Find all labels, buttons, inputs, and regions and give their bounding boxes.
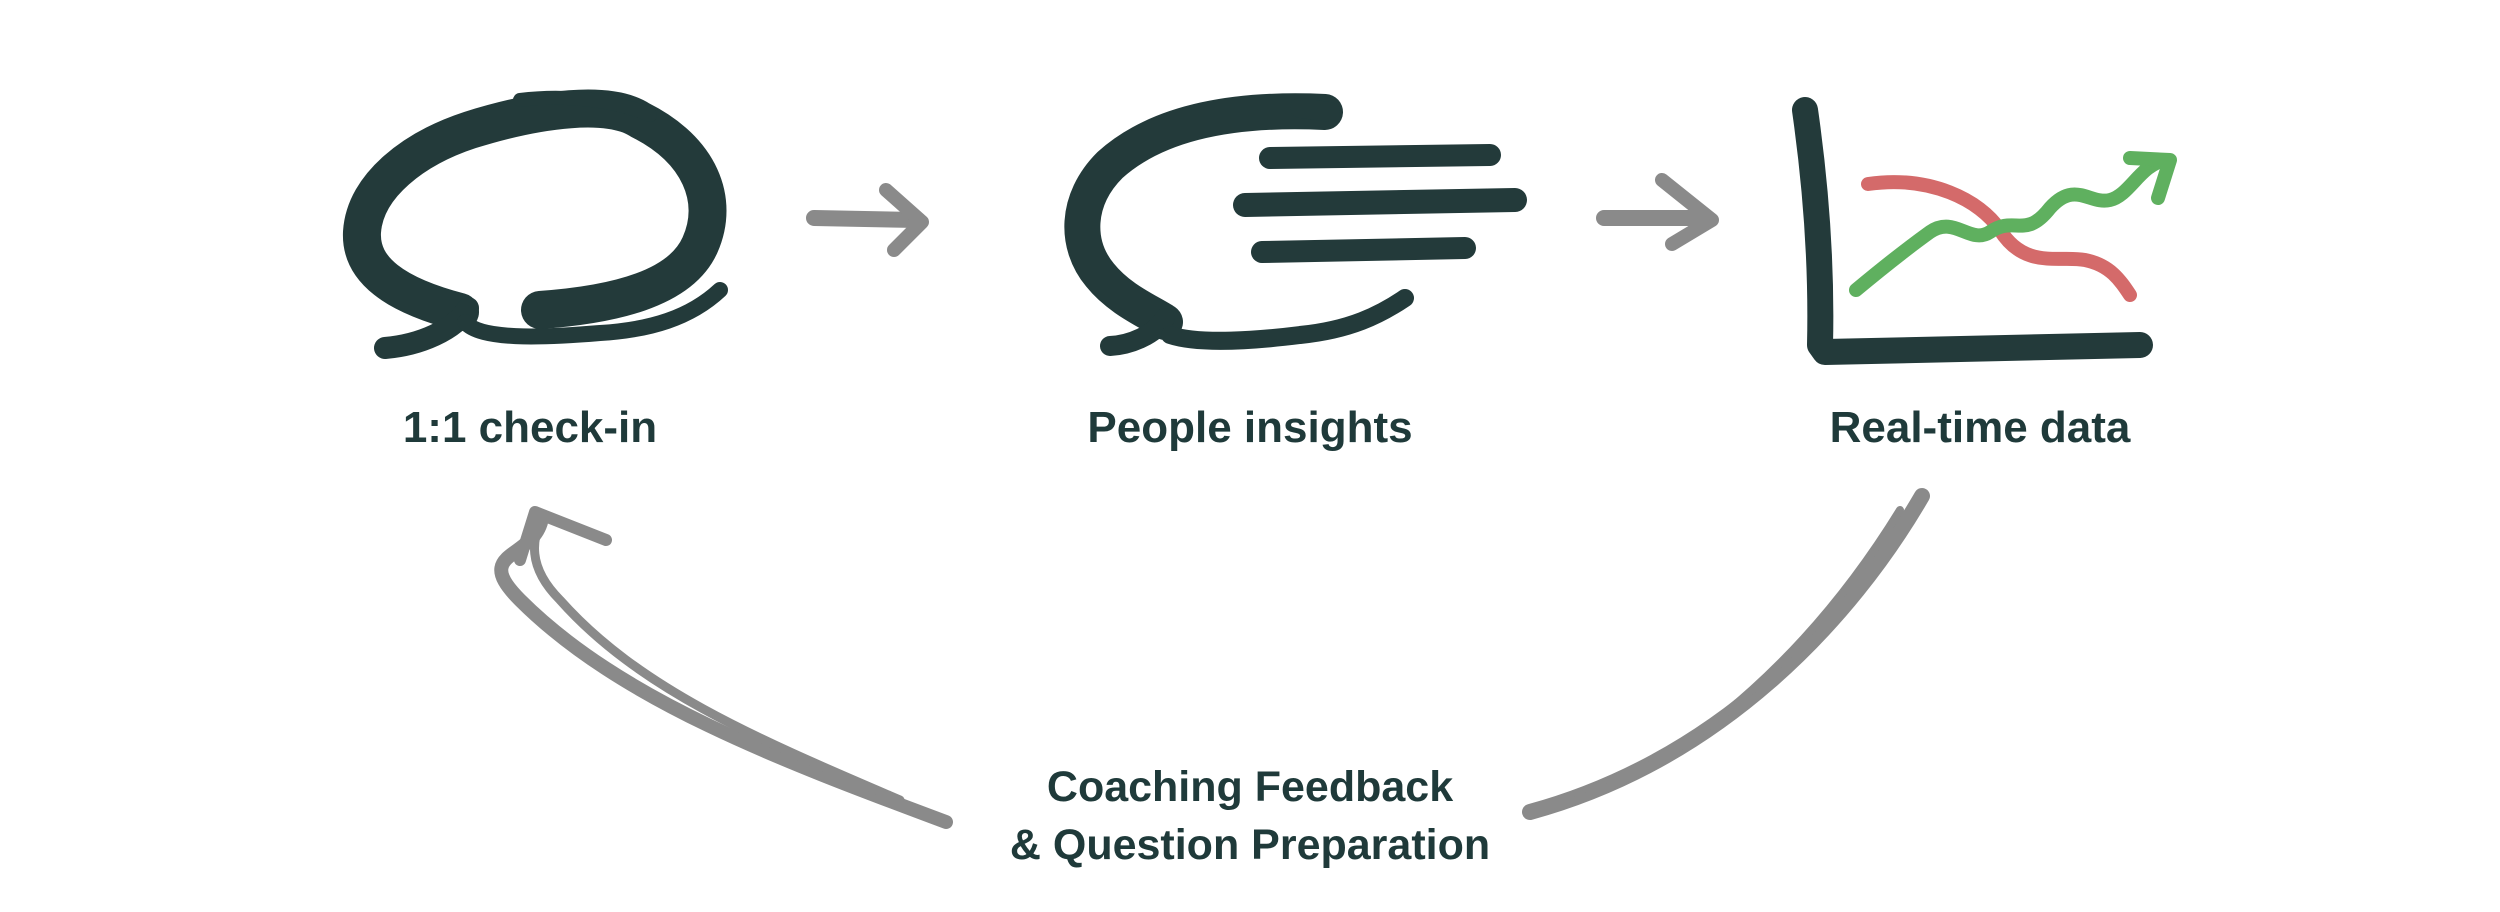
feedback-caption: Coaching Feedback & Question Preparation: [900, 758, 1600, 874]
feedback-arrow-right: [1522, 488, 1930, 820]
caption-line-2: & Question Preparation: [1009, 821, 1491, 869]
step-label-realtime: Real-time data: [1829, 403, 2131, 452]
trend-up-line: [1849, 153, 2172, 297]
feedback-arrow-left: [494, 506, 953, 829]
step-label-insights: People insights: [1087, 403, 1413, 452]
line-chart-icon: [1792, 97, 2177, 365]
chart-axis: [1792, 97, 2153, 365]
speech-bubble-lines-icon: [1064, 93, 1527, 356]
trend-up-arrowhead: [2123, 151, 2177, 205]
arrow-right-icon: [1596, 173, 1719, 251]
trend-down-line: [1861, 175, 2137, 302]
arrow-right-icon: [806, 183, 929, 257]
step-label-checkin: 1:1 check-in: [402, 403, 658, 452]
caption-line-1: Coaching Feedback: [1046, 763, 1454, 811]
speech-bubble-icon: [342, 89, 728, 359]
